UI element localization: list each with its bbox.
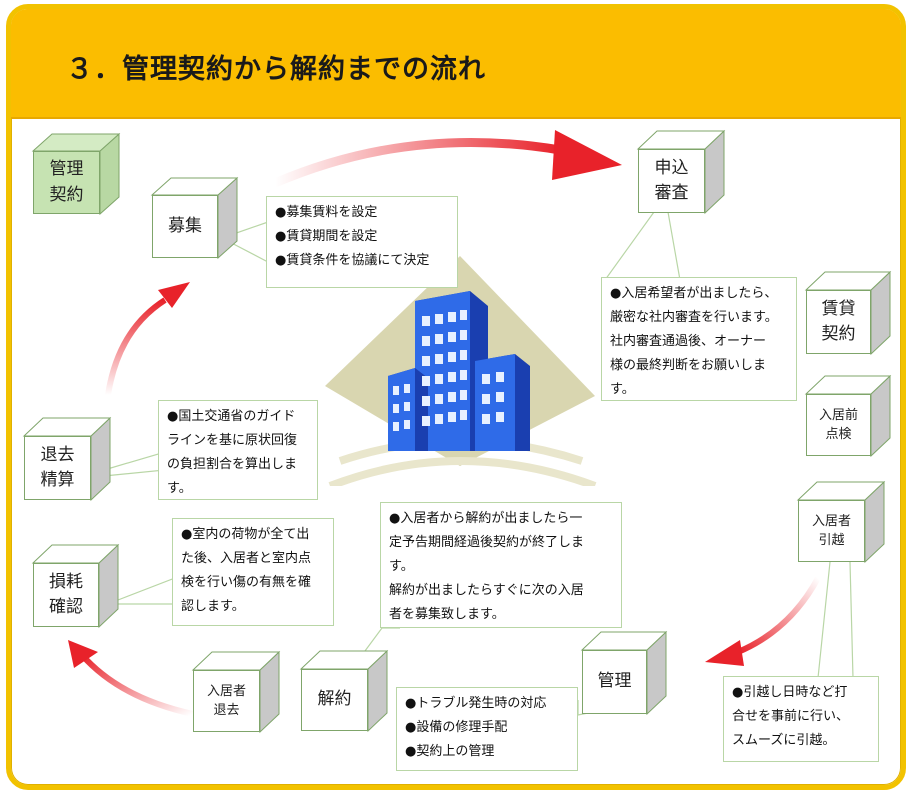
- note-kaiyaku: ●入居者から解約が出ましたら一 定予告期間経過後契約が終了しま す。 解約が出ま…: [380, 502, 622, 628]
- step-box-kanri-keiyaku: 管理 契約: [31, 132, 121, 216]
- step-box-taikyo-seisan: 退去 精算: [22, 416, 112, 502]
- note-kanri: ●トラブル発生時の対応 ●設備の修理手配 ●契約上の管理: [396, 687, 578, 771]
- note-hikkoshi: ●引越し日時など打 合せを事前に行い、 スムーズに引越。: [723, 676, 879, 762]
- note-taikyo-seisan: ●国土交通省のガイド ラインを基に原状回復 の負担割合を算出しま す。: [158, 400, 318, 500]
- step-box-kaiyaku: 解約: [299, 649, 389, 733]
- step-box-boshu: 募集: [150, 176, 239, 260]
- step-box-nyukyo-mae: 入居前 点検: [804, 374, 892, 458]
- step-box-chintai-keiyaku: 賃貸 契約: [804, 270, 892, 356]
- step-box-kanri: 管理: [580, 630, 668, 716]
- note-boshu: ●募集賃料を設定 ●賃貸期間を設定 ●賃貸条件を協議にて決定: [266, 196, 458, 288]
- arrow-bottom: [68, 640, 194, 717]
- step-box-sonmou: 損耗 確認: [31, 543, 120, 629]
- step-box-nyukyo-taikyo: 入居者 退去: [191, 650, 281, 734]
- page-title: ３．管理契約から解約までの流れ: [66, 54, 486, 85]
- arrow-left: [105, 282, 190, 396]
- arrow-right: [705, 576, 821, 666]
- arrow-top: [273, 130, 622, 188]
- header-bar: ３．管理契約から解約までの流れ: [11, 9, 901, 119]
- step-box-moushikomi: 申込 審査: [636, 129, 726, 215]
- step-box-nyukyo-hikkoshi: 入居者 引越: [796, 480, 886, 564]
- connector-kaiyaku: [361, 627, 400, 656]
- note-sonmou: ●室内の荷物が全て出 た後、入居者と室内点 検を行い傷の有無を確 認します。: [172, 518, 334, 626]
- note-moushikomi: ●入居希望者が出ましたら、 厳密な社内審査を行います。 社内審査通過後、オーナー…: [601, 277, 797, 401]
- building-illustration: [325, 256, 597, 486]
